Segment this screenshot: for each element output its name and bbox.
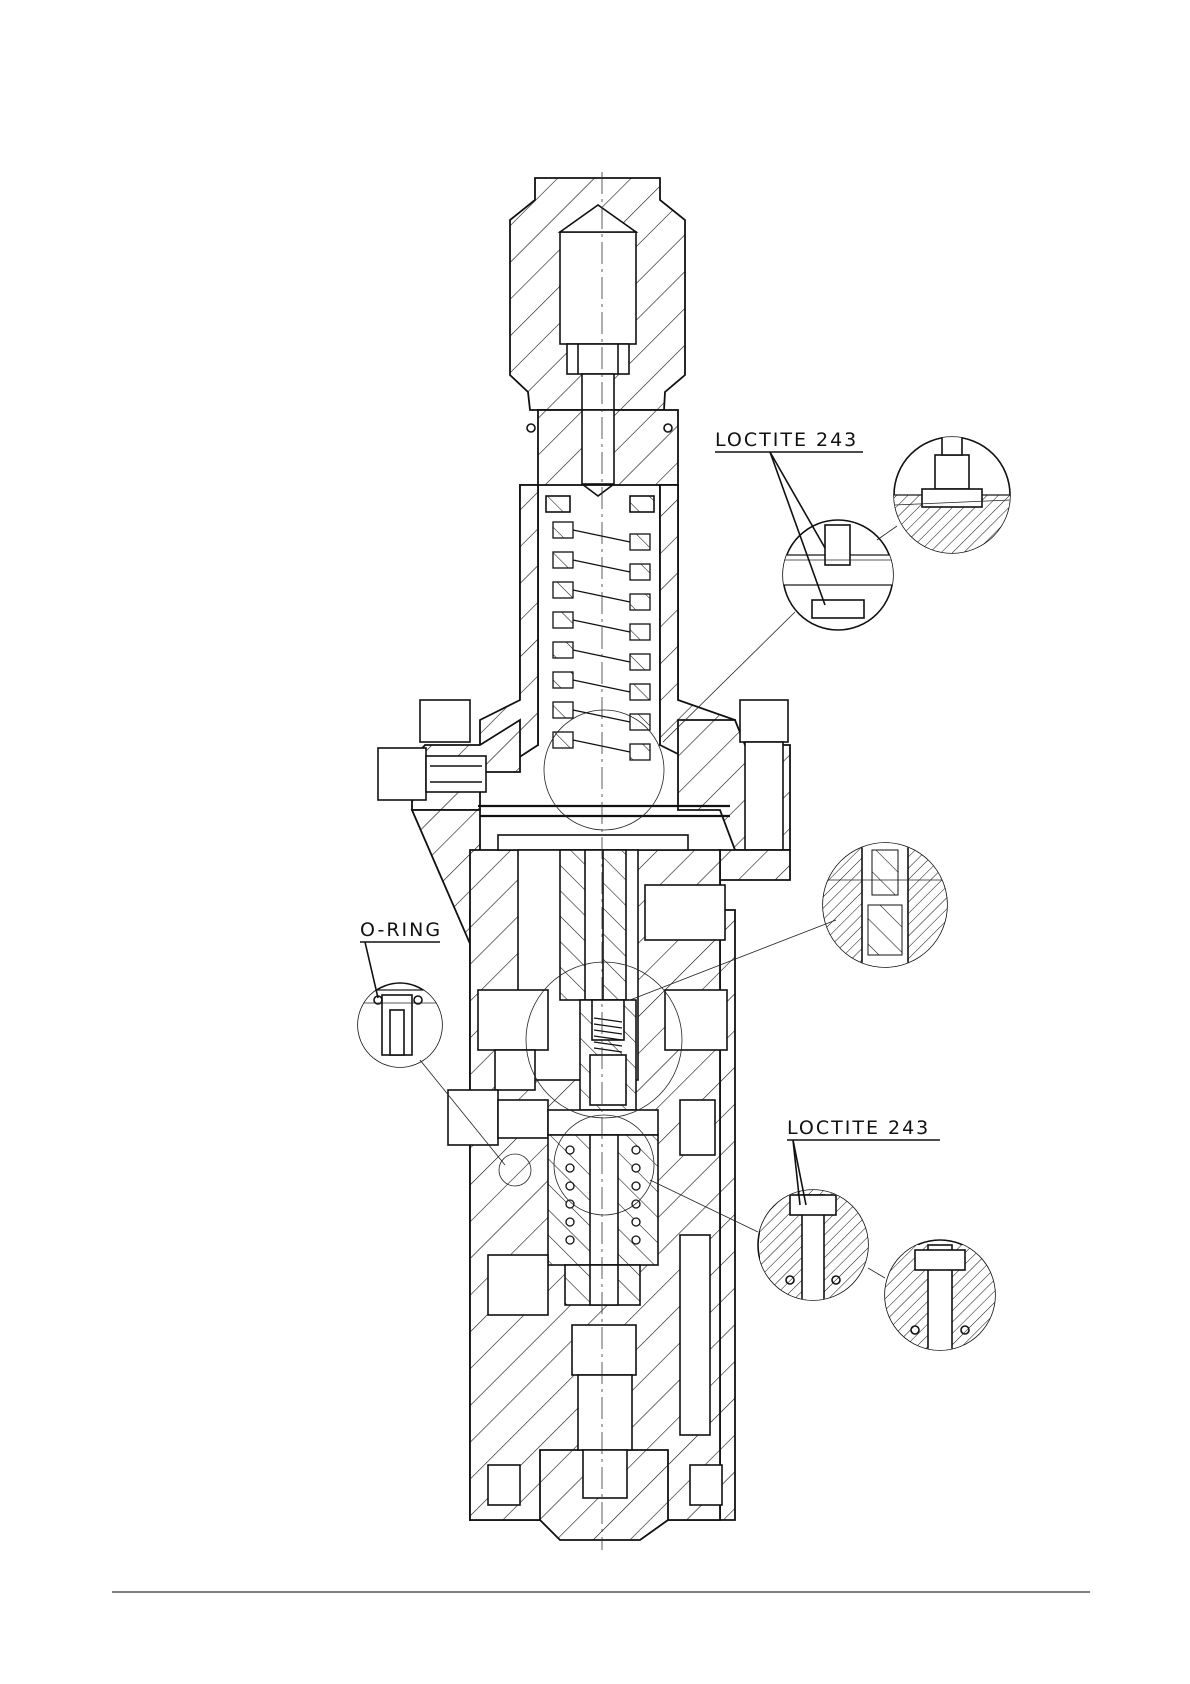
side-plug-right (680, 1100, 715, 1155)
callout-loctite-upper: LOCTITE 243 (715, 429, 858, 451)
callout-o-ring: O-RING (360, 919, 442, 941)
detail-view-6 (885, 1240, 995, 1355)
detail-view-5 (758, 1190, 870, 1305)
flange-bolt-right (740, 700, 788, 742)
detail-view-1 (890, 430, 1020, 565)
callout-loctite-lower: LOCTITE 243 (787, 1117, 930, 1139)
flange-bolt-left (420, 700, 470, 742)
main-valve-assembly (378, 172, 790, 1550)
detail-view-4 (355, 983, 445, 1070)
outlet-port-left (488, 1255, 548, 1315)
detail-view-3 (820, 840, 950, 970)
side-plug-left (448, 1090, 498, 1145)
